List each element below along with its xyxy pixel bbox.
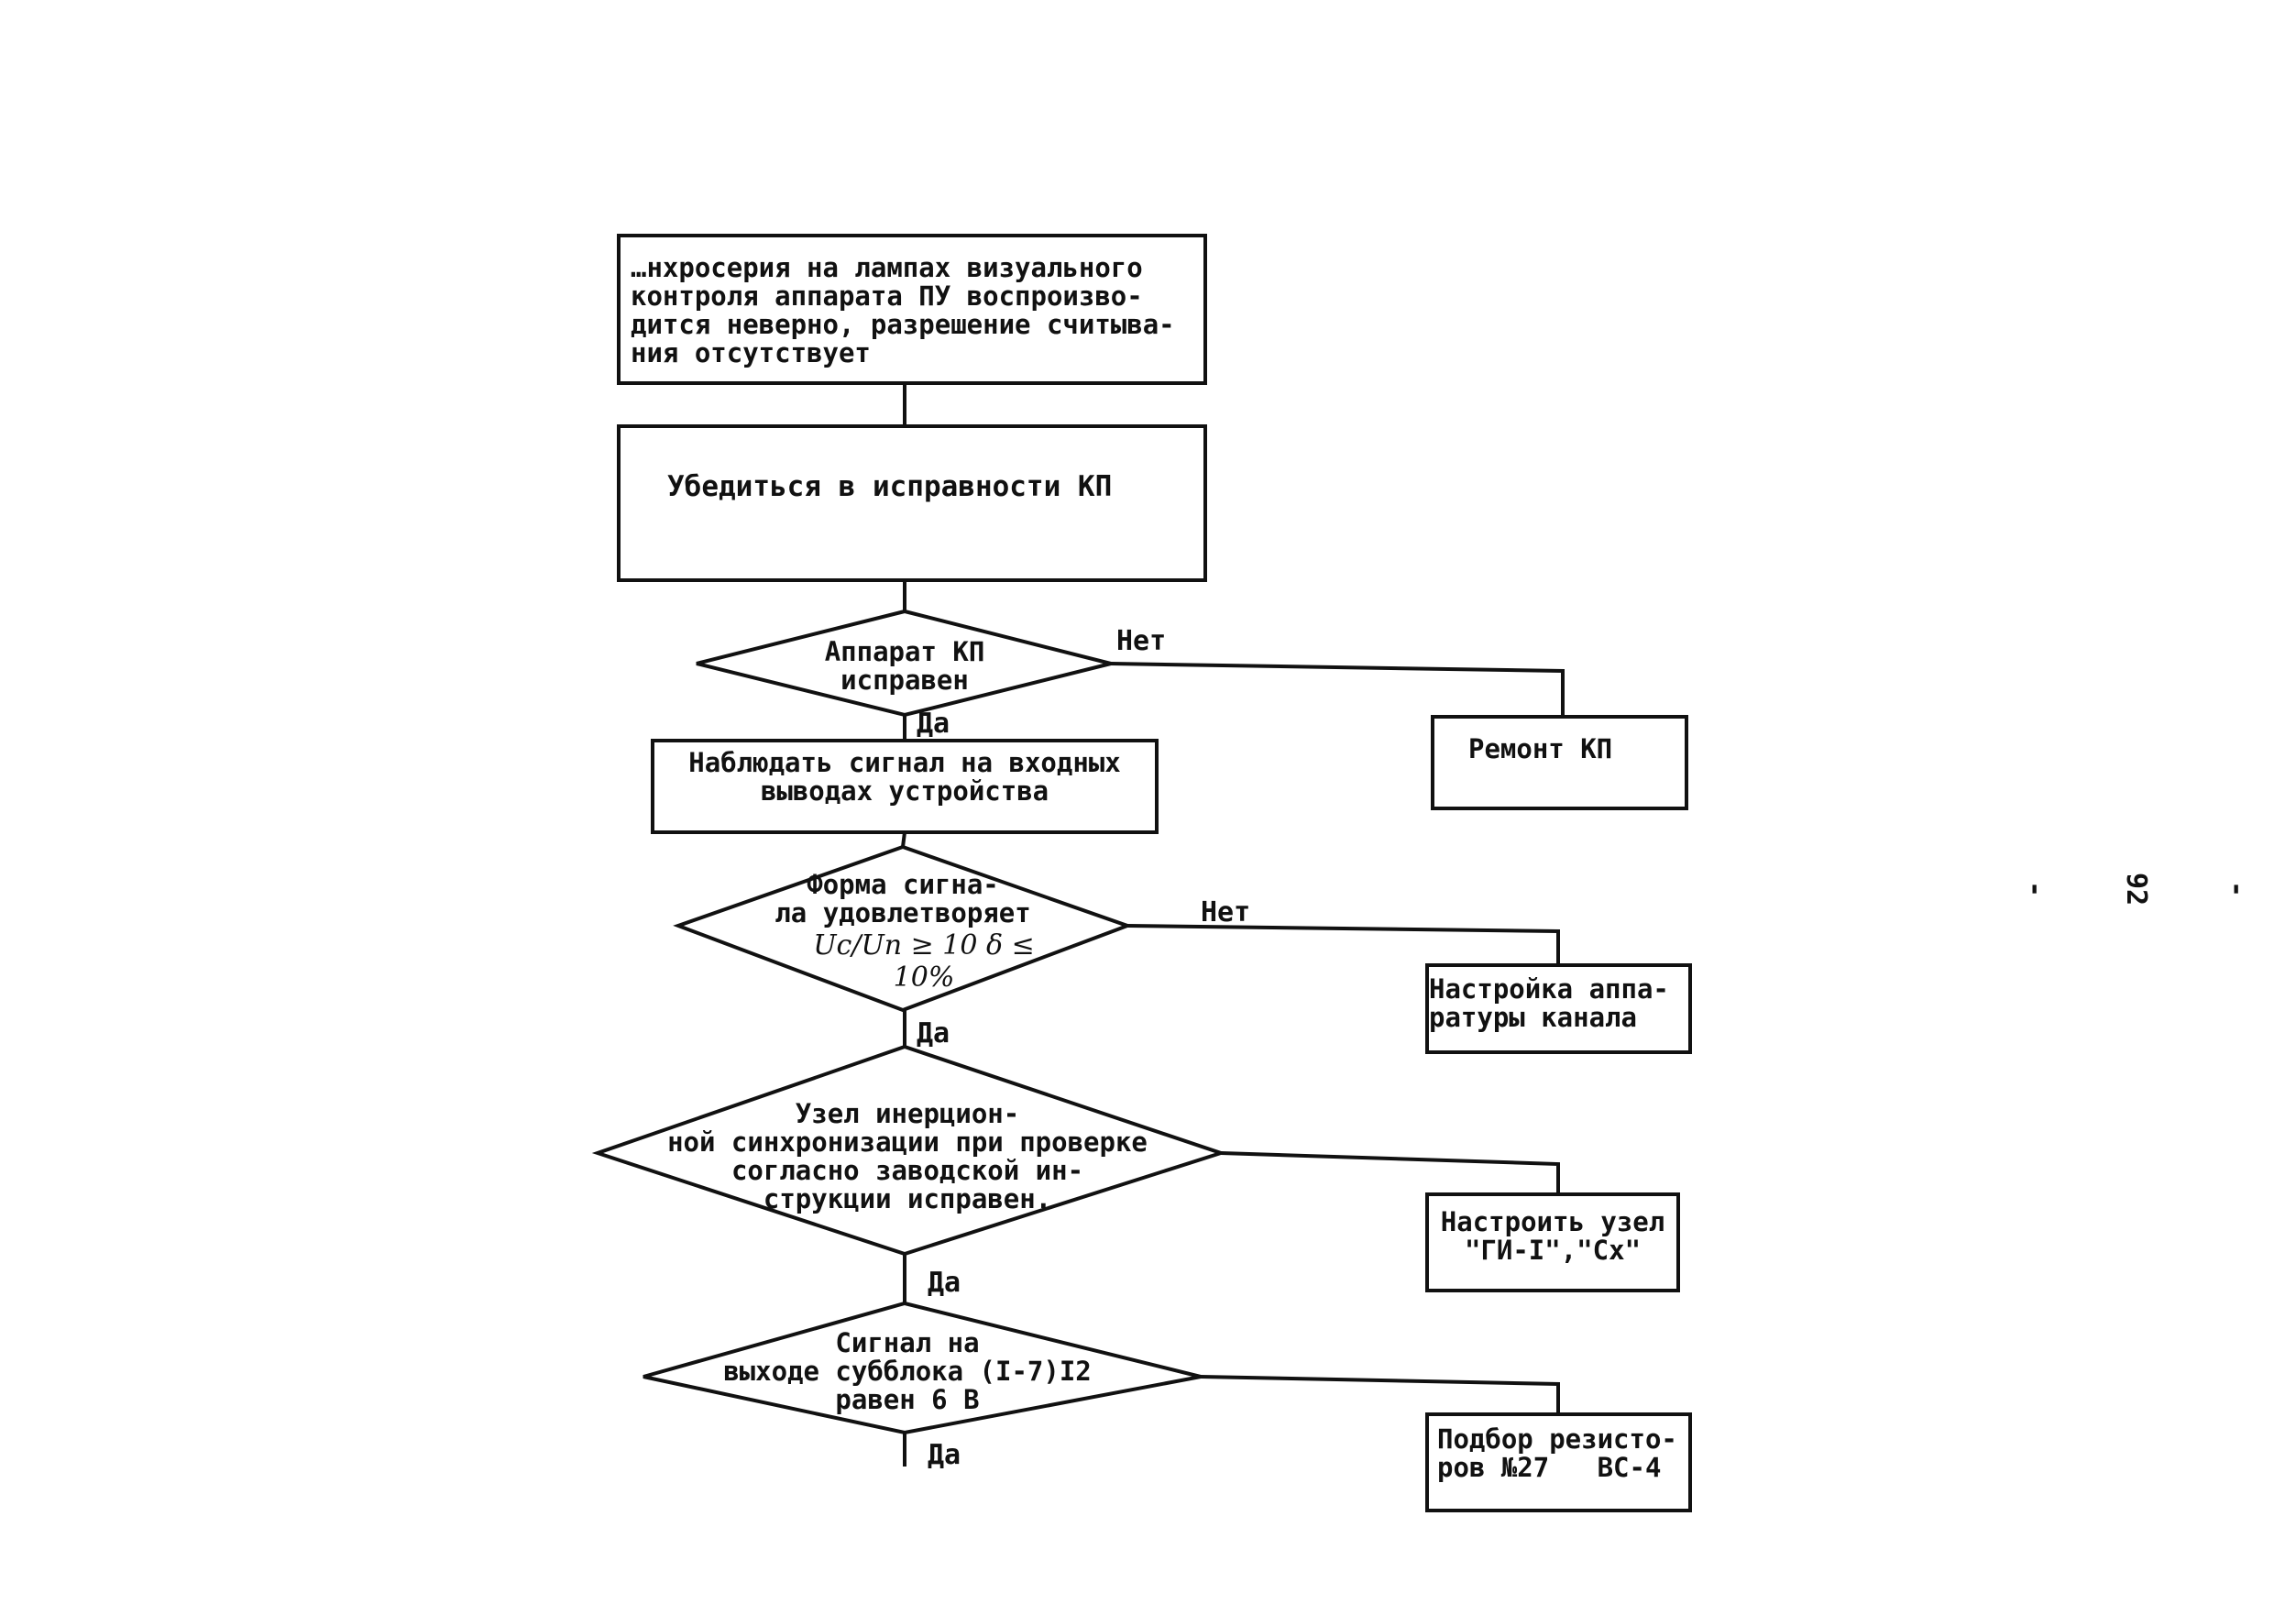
branch-d1-repair — [1110, 662, 1565, 717]
start-box-text: …нхросерия на лампах визуального контрол… — [631, 252, 1175, 368]
decision2-no-label: Нет — [1201, 896, 1251, 928]
decision1-yes-label: Да — [917, 708, 950, 740]
check-box-border — [617, 424, 1207, 582]
tune-node-box-text: Настроить узел "ГИ-I","Сх" — [1440, 1206, 1665, 1266]
repair-box-text: Ремонт КП — [1468, 733, 1613, 764]
branch-d4-resistor — [1200, 1375, 1560, 1414]
start-box-border — [617, 234, 1207, 385]
tune-equipment-box-text: Настройка аппа- ратуры канала — [1429, 973, 1669, 1033]
tune-node-box-border — [1425, 1192, 1680, 1292]
page-number: - 92 - — [2019, 872, 2253, 906]
decision3-text: Узел инерцион- ной синхронизации при про… — [667, 1098, 1148, 1214]
decision4-yes-label: Да — [928, 1439, 961, 1471]
decision2-formula: Uс/Uп ≥ 10 δ ≤ 10% — [813, 929, 1035, 994]
decision1-text: Аппарат КП исправен — [824, 636, 985, 696]
decision1-no-label: Нет — [1116, 625, 1167, 657]
resistor-box-text: Подбор резисто- ров №27 ВС-4 — [1437, 1423, 1677, 1483]
branch-d2-tune-equipment — [1126, 924, 1560, 965]
check-box-text: Убедиться в исправности КП — [667, 470, 1113, 503]
decision2-yes-label: Да — [917, 1017, 950, 1049]
decision2-text: Форма сигна- ла удовлетворяет — [774, 869, 1031, 928]
decision4-text: Сигнал на выходе субблока (I-7)I2 равен … — [723, 1327, 1092, 1415]
connector-observe-d2 — [901, 831, 906, 848]
decision3-yes-label: Да — [928, 1267, 961, 1299]
branch-d3-tune-node — [1220, 1151, 1560, 1194]
repair-box-border — [1431, 715, 1688, 810]
observe-box-text: Наблюдать сигнал на входных выводах устр… — [688, 747, 1121, 807]
